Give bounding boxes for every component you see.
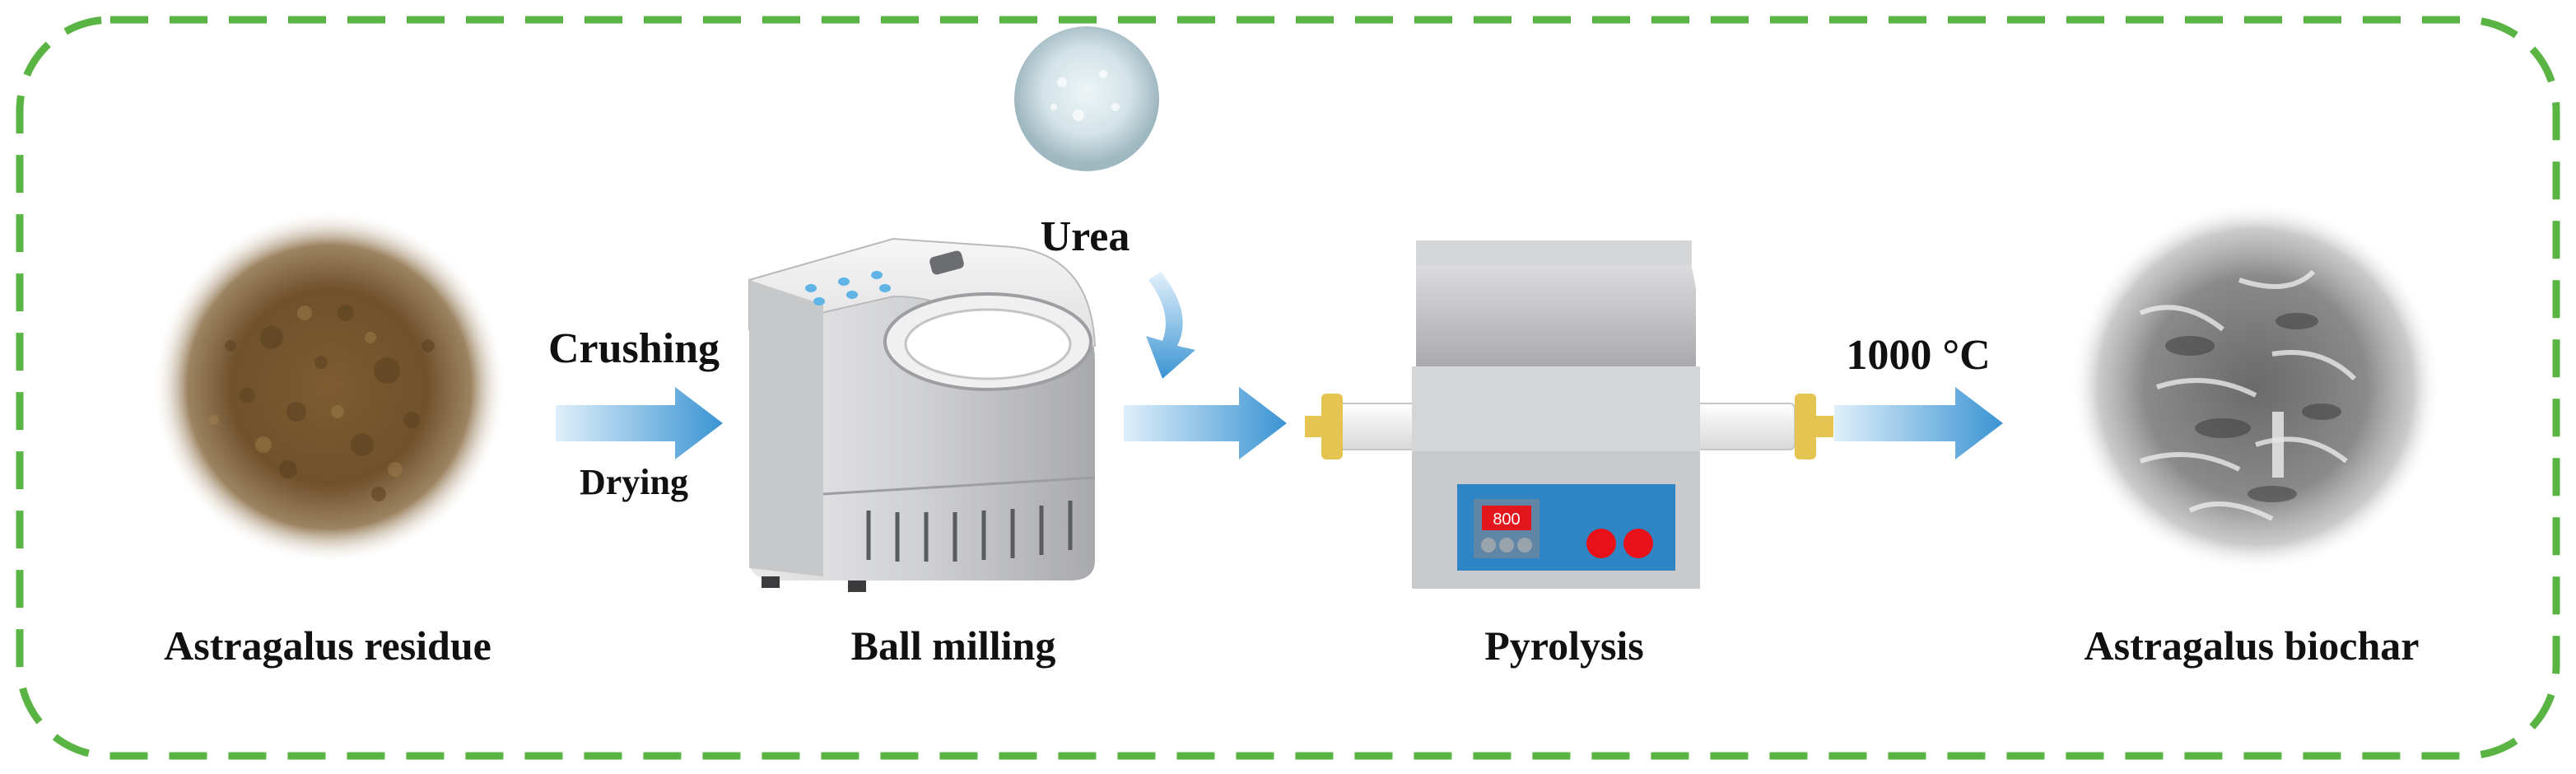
label-ball-milling: Ball milling	[850, 622, 1056, 669]
biochar-sem-image	[2071, 202, 2441, 572]
label-temperature: 1000 °C	[1846, 332, 1991, 379]
label-drying: Drying	[580, 462, 688, 502]
arrow-urea-down	[1146, 272, 1195, 379]
arrow-to-pyrolysis	[1124, 387, 1287, 459]
ball-mill-icon	[748, 237, 1097, 592]
label-urea: Urea	[1040, 213, 1130, 260]
label-pyrolysis: Pyrolysis	[1484, 622, 1644, 669]
tube-furnace-icon: 800	[1305, 240, 1833, 589]
label-astragalus-residue: Astragalus residue	[164, 622, 491, 669]
arrow-heating	[1834, 387, 2003, 459]
arrow-crushing	[556, 387, 723, 459]
residue-powder-image	[152, 210, 506, 564]
urea-powder-image	[1014, 26, 1159, 171]
label-astragalus-biochar: Astragalus biochar	[2084, 622, 2420, 669]
label-crushing: Crushing	[547, 325, 720, 372]
furnace-display-value: 800	[1493, 511, 1520, 529]
